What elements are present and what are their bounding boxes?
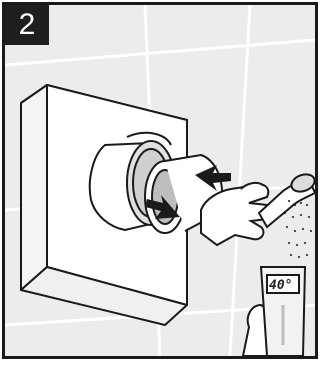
illustration-frame: 40° 2	[2, 2, 318, 359]
thermometer-reading: 40°	[269, 278, 292, 293]
step-number-badge: 2	[5, 5, 49, 45]
installation-illustration: 40°	[5, 5, 315, 356]
digital-thermometer: 40°	[261, 267, 305, 356]
